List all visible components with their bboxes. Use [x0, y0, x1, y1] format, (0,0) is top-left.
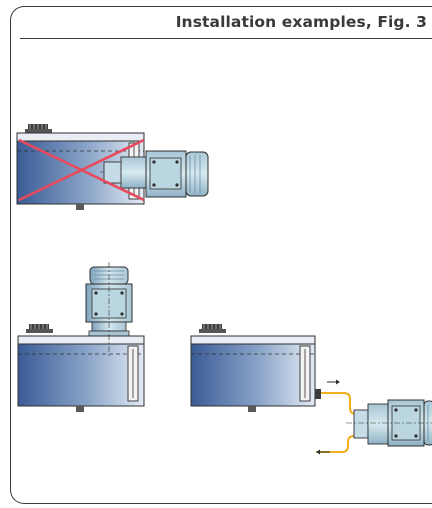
panel-motor-external: [190, 324, 432, 455]
filler-cap-icon: [25, 124, 52, 133]
panel-incorrect: [16, 124, 209, 210]
filler-cap-icon: [199, 324, 226, 333]
flow-arrow-icon: [316, 449, 330, 455]
panel-motor-on-top: [17, 262, 145, 412]
prohibited-cross-icon: [18, 138, 145, 202]
page-title: Installation examples, Fig. 3: [175, 13, 427, 31]
flow-arrow-icon: [327, 379, 340, 385]
filler-cap-icon: [26, 324, 53, 333]
motor-icon: [103, 150, 209, 198]
page-frame: [10, 6, 432, 504]
header-rule: [20, 38, 432, 39]
tank-icon: [190, 343, 316, 407]
tank-icon: [17, 343, 145, 407]
